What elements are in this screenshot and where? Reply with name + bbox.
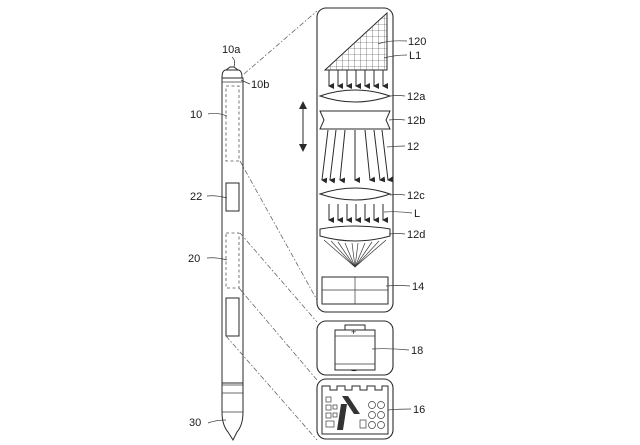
diverging-light-rays [321,129,394,184]
label-L: L [414,208,420,220]
middle-light-rays [328,204,388,223]
label-12d: 12d [407,229,425,241]
circuit-board-module [316,378,394,440]
label-10: 10 [190,109,202,121]
pen-nib [221,383,244,442]
battery-module: + − [316,320,394,377]
projection-lines [225,10,318,441]
label-16: 16 [413,404,425,416]
module-10-region [225,85,240,162]
lower-slot [225,297,240,337]
pen-leaders [206,56,251,424]
switch-22 [225,182,240,212]
label-12: 12 [407,141,419,153]
lens-movement-arrow [299,101,307,152]
box-leaders [371,40,413,411]
lens-12d [319,225,391,242]
upper-light-rays [328,70,388,89]
label-10a: 10a [222,44,241,56]
converging-light-rays [323,239,387,268]
module-20-region [225,232,240,289]
circuit-board-16 [321,385,389,435]
battery-module-frame [316,320,394,376]
optical-module [316,7,394,313]
label-18: 18 [411,345,423,357]
pen-top-knob [225,66,239,71]
label-12c: 12c [407,190,425,202]
pen-body [221,77,244,384]
lens-12c [318,187,392,201]
reference-labels: 10a 10b 10 22 20 30 120 L1 12a 12b 12 12… [188,36,426,429]
label-22: 22 [190,191,202,203]
battery-plus-sign: + [351,327,356,337]
lens-12b [319,110,391,130]
label-12b: 12b [407,115,425,127]
label-14: 14 [412,281,424,293]
label-20: 20 [188,253,200,265]
label-L1: L1 [409,50,421,62]
label-120: 120 [408,36,426,48]
label-12a: 12a [407,91,426,103]
stylus-pen [221,66,244,442]
battery-18 [334,329,376,371]
battery-minus-sign: − [351,366,357,377]
label-10b: 10b [251,79,269,91]
label-30: 30 [189,417,201,429]
pen-top-cap [221,69,243,79]
